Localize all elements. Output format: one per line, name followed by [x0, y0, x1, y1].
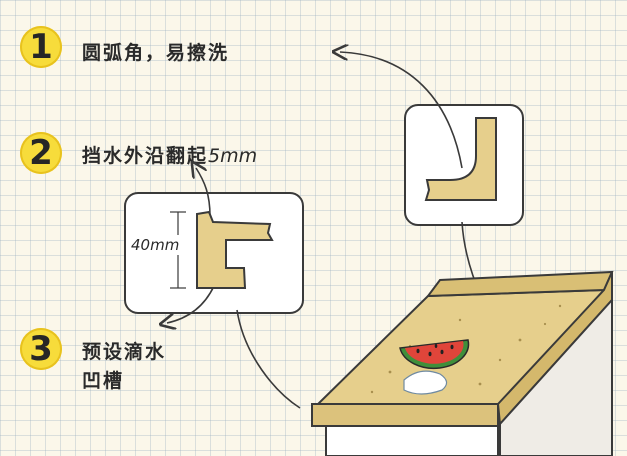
callout-2-text: 挡水外沿翻起5mm: [82, 141, 257, 168]
cabinet-body: [325, 425, 499, 456]
connector-edge-panel: [236, 309, 301, 409]
callout-2-measurement: 5mm: [208, 145, 258, 167]
dimension-label: 40mm: [131, 236, 180, 254]
countertop-side-edge: [496, 271, 613, 427]
callout-3-number-badge: 3: [20, 328, 62, 370]
rounded-corner-detail-panel: [404, 104, 524, 226]
edge-profile-shape: [196, 210, 274, 289]
callout-2-label: 挡水外沿翻起: [82, 145, 209, 167]
callout-3-line-2: 凹槽: [82, 370, 125, 392]
countertop-front-edge: [311, 403, 499, 427]
rounded-corner-profile: [424, 117, 497, 201]
leader-line-callout-3: [167, 285, 215, 323]
leader-line-callout-2: [196, 168, 211, 217]
callout-2-number-badge: 2: [20, 132, 62, 174]
cabinet-side: [499, 297, 613, 456]
callout-3-line-1: 预设滴水: [82, 341, 167, 363]
countertop-illustration: [311, 270, 614, 456]
dimension-label-bg: [129, 235, 185, 255]
callout-1-number-badge: 1: [20, 26, 62, 68]
leader-line-callout-1: [340, 52, 463, 169]
water-puddle: [403, 370, 448, 395]
watermelon-slice: [399, 339, 470, 370]
callout-1-text: 圆弧角，易擦洗: [82, 42, 230, 64]
callout-3-text: 预设滴水 凹槽: [82, 338, 166, 396]
